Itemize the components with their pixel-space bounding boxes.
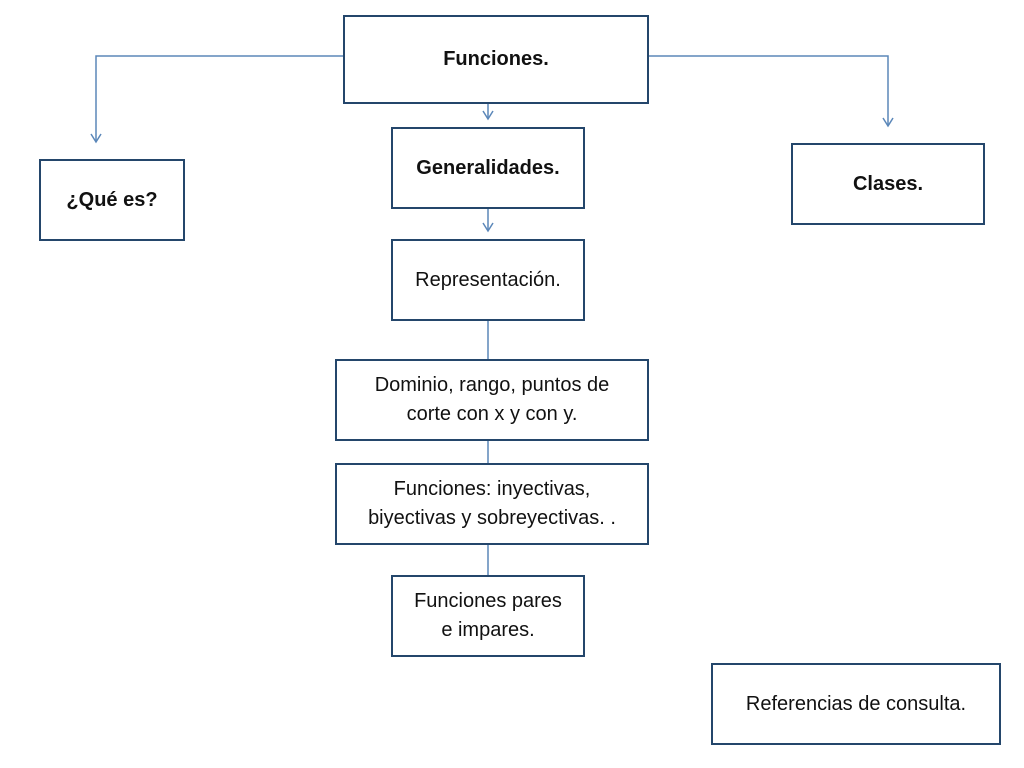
arrowhead-clases xyxy=(882,117,894,128)
node-funciones-label: Funciones. xyxy=(443,48,549,70)
node-generalidades-label: Generalidades. xyxy=(416,156,560,179)
node-que-es: ¿Qué es? xyxy=(39,159,185,241)
node-funciones: Funciones. xyxy=(343,15,649,104)
arrowhead-representacion xyxy=(482,222,494,233)
node-representacion: Representación. xyxy=(391,239,585,321)
node-dominio-label: Dominio, rango, puntos de corte con x y … xyxy=(374,374,610,425)
arrowhead-que-es xyxy=(90,133,102,144)
node-clases: Clases. xyxy=(791,143,985,225)
connector-funciones-clases xyxy=(649,55,889,126)
node-referencias-label: Referencias de consulta. xyxy=(745,692,967,715)
arrowhead-generalidades xyxy=(482,110,494,121)
node-pares: Funciones pares e impares. xyxy=(391,575,585,657)
node-referencias: Referencias de consulta. xyxy=(711,663,1001,745)
node-que-es-label: ¿Qué es? xyxy=(66,188,158,211)
node-pares-label: Funciones pares e impares. xyxy=(414,590,562,641)
node-clases-label: Clases. xyxy=(852,172,924,195)
node-representacion-label: Representación. xyxy=(415,268,561,291)
node-inyectivas: Funciones: inyectivas, biyectivas y sobr… xyxy=(335,463,649,545)
node-dominio: Dominio, rango, puntos de corte con x y … xyxy=(335,359,649,441)
node-generalidades: Generalidades. xyxy=(391,127,585,209)
node-inyectivas-label: Funciones: inyectivas, biyectivas y sobr… xyxy=(368,478,616,529)
connector-funciones-que-es xyxy=(95,55,343,142)
